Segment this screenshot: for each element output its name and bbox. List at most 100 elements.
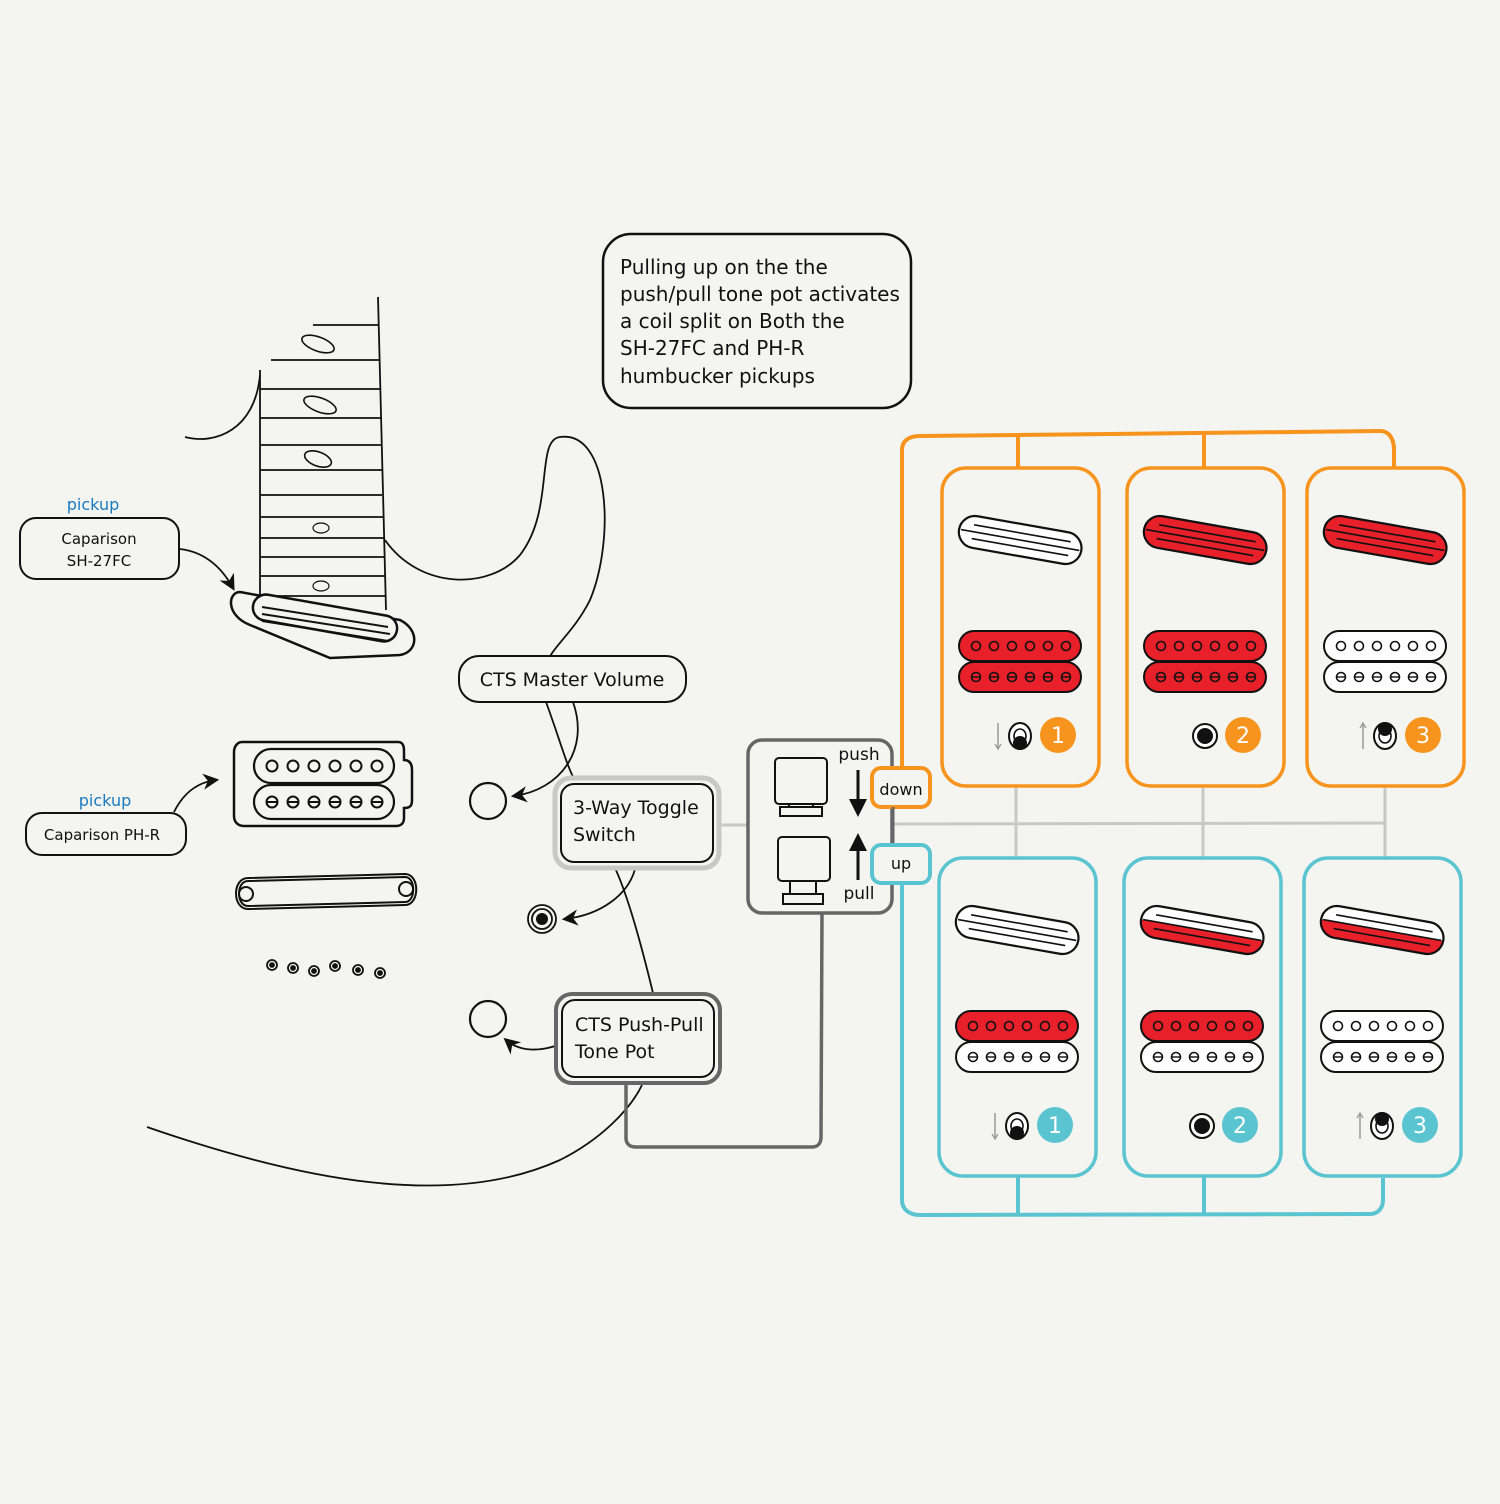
svg-text:Tone Pot: Tone Pot <box>574 1041 655 1063</box>
down-bracket <box>900 428 1396 768</box>
toggle-position-middle-icon <box>1192 723 1218 749</box>
body-left-curve <box>184 374 261 440</box>
master-volume-label: CTS Master Volume <box>458 655 687 703</box>
svg-text:Switch: Switch <box>573 824 636 846</box>
fret-marker <box>301 334 335 354</box>
fret-marker <box>303 450 333 468</box>
card-bridge-bottom-coil-icon <box>955 1041 1079 1073</box>
toggle-position-down-icon <box>994 722 1032 751</box>
toggle-to-tone-wire <box>614 867 654 994</box>
volume-knob[interactable] <box>468 781 508 821</box>
card-neck-pickup-icon <box>1138 904 1265 957</box>
note-box: Pulling up on the the push/pull tone pot… <box>601 232 913 410</box>
note-line: humbucker pickups <box>620 364 815 388</box>
card-bridge-bottom-coil-icon <box>1323 661 1447 693</box>
position-number: 2 <box>1233 1114 1247 1139</box>
position-number: 3 <box>1413 1114 1427 1139</box>
bridge-pickup-caption: pickup <box>79 791 131 810</box>
string-ferrules <box>266 959 386 979</box>
push-pull-selector: push pull <box>746 738 894 915</box>
neck-pickup-caption: pickup <box>67 495 119 514</box>
fret-marker <box>303 395 337 415</box>
position-card-up-2: 2 <box>1122 856 1283 1178</box>
toggle-position-up-icon <box>1356 1111 1394 1140</box>
neck-pickup-name-line1: Caparison <box>61 530 136 548</box>
card-bridge-top-coil-icon <box>1143 630 1267 662</box>
fretboard <box>259 296 387 611</box>
bridge-pickup-arrow <box>173 773 220 813</box>
bridge-pickup-label: Caparison PH-R <box>25 812 187 856</box>
card-neck-pickup-icon <box>954 904 1080 956</box>
tone-knob[interactable] <box>468 999 508 1039</box>
position-cards: 1 2 3 1 2 3 <box>937 466 1466 1178</box>
card-bridge-bottom-coil-icon <box>1143 661 1267 693</box>
card-bridge-top-coil-icon <box>1140 1010 1264 1042</box>
position-card-up-1: 1 <box>937 856 1098 1178</box>
card-bridge-top-coil-icon <box>1323 630 1447 662</box>
toggle-position-down-icon <box>991 1112 1029 1141</box>
neck-pickup-name-line2: SH-27FC <box>67 552 131 570</box>
neck-pickup-sh27fc[interactable] <box>229 590 416 660</box>
bridge-bottom-poles <box>265 795 384 809</box>
position-number: 2 <box>1236 724 1250 749</box>
note-line: SH-27FC and PH-R <box>620 336 805 360</box>
down-badge: down <box>870 766 932 809</box>
card-bridge-bottom-coil-icon <box>1320 1041 1444 1073</box>
card-neck-pickup-icon <box>1322 514 1448 566</box>
bridge-top-poles <box>265 759 384 773</box>
up-bracket <box>900 883 1385 1218</box>
bridge-pickup-phr[interactable] <box>232 740 414 828</box>
toggle-position-middle-icon <box>1189 1113 1215 1139</box>
card-bridge-bottom-coil-icon <box>1140 1041 1264 1073</box>
pull-label: pull <box>843 884 874 904</box>
position-number-badge: 2 <box>1225 717 1261 753</box>
position-number-badge: 1 <box>1040 717 1076 753</box>
tailpiece-plate <box>235 872 418 911</box>
push-label: push <box>838 745 879 765</box>
gray-bus <box>891 787 1387 858</box>
note-line: Pulling up on the the <box>620 255 828 279</box>
toggle-switch-label: 3-Way Toggle Switch <box>552 775 722 871</box>
svg-text:CTS Push-Pull: CTS Push-Pull <box>575 1014 704 1036</box>
position-card-down-3: 3 <box>1305 466 1466 788</box>
neck-pickup-label: Caparison SH-27FC <box>19 517 180 580</box>
card-bridge-top-coil-icon <box>958 630 1082 662</box>
card-bridge-bottom-coil-icon <box>958 661 1082 693</box>
volume-wire <box>545 701 576 781</box>
tone-to-selector-wire <box>624 912 824 1149</box>
note-line: push/pull tone pot activates <box>620 282 900 306</box>
fret-marker <box>312 522 330 534</box>
volume-arrow <box>510 701 579 803</box>
knob-pushed-icon <box>774 757 828 817</box>
position-number: 3 <box>1416 724 1430 749</box>
card-neck-pickup-icon <box>1142 514 1268 566</box>
up-badge: up <box>870 843 932 885</box>
tone-arrow <box>503 1037 562 1055</box>
toggle-switch-knob[interactable] <box>527 904 557 934</box>
neck-pickup-arrow <box>179 548 235 591</box>
position-number-badge: 3 <box>1402 1107 1438 1143</box>
guitar-outline <box>146 374 654 1187</box>
position-card-down-2: 2 <box>1125 466 1286 788</box>
svg-text:CTS Master Volume: CTS Master Volume <box>480 669 665 691</box>
bridge-pickup-name: Caparison PH-R <box>44 826 160 844</box>
body-lower-curve <box>146 1084 643 1187</box>
position-number-badge: 3 <box>1405 717 1441 753</box>
body-right-cutaway <box>384 436 606 661</box>
svg-text:up: up <box>891 854 911 873</box>
svg-text:down: down <box>879 780 922 799</box>
tone-pot-label: CTS Push-Pull Tone Pot <box>554 992 722 1085</box>
card-bridge-top-coil-icon <box>955 1010 1079 1042</box>
position-card-down-1: 1 <box>940 466 1101 788</box>
position-number-badge: 1 <box>1037 1107 1073 1143</box>
svg-text:3-Way Toggle: 3-Way Toggle <box>573 797 699 819</box>
position-number-badge: 2 <box>1222 1107 1258 1143</box>
position-number: 1 <box>1051 724 1065 749</box>
note-line: a coil split on Both the <box>620 309 845 333</box>
position-card-up-3: 3 <box>1302 856 1463 1178</box>
fret-marker <box>312 580 330 592</box>
toggle-position-up-icon <box>1359 721 1397 750</box>
card-neck-pickup-icon <box>957 514 1083 566</box>
position-number: 1 <box>1048 1114 1062 1139</box>
